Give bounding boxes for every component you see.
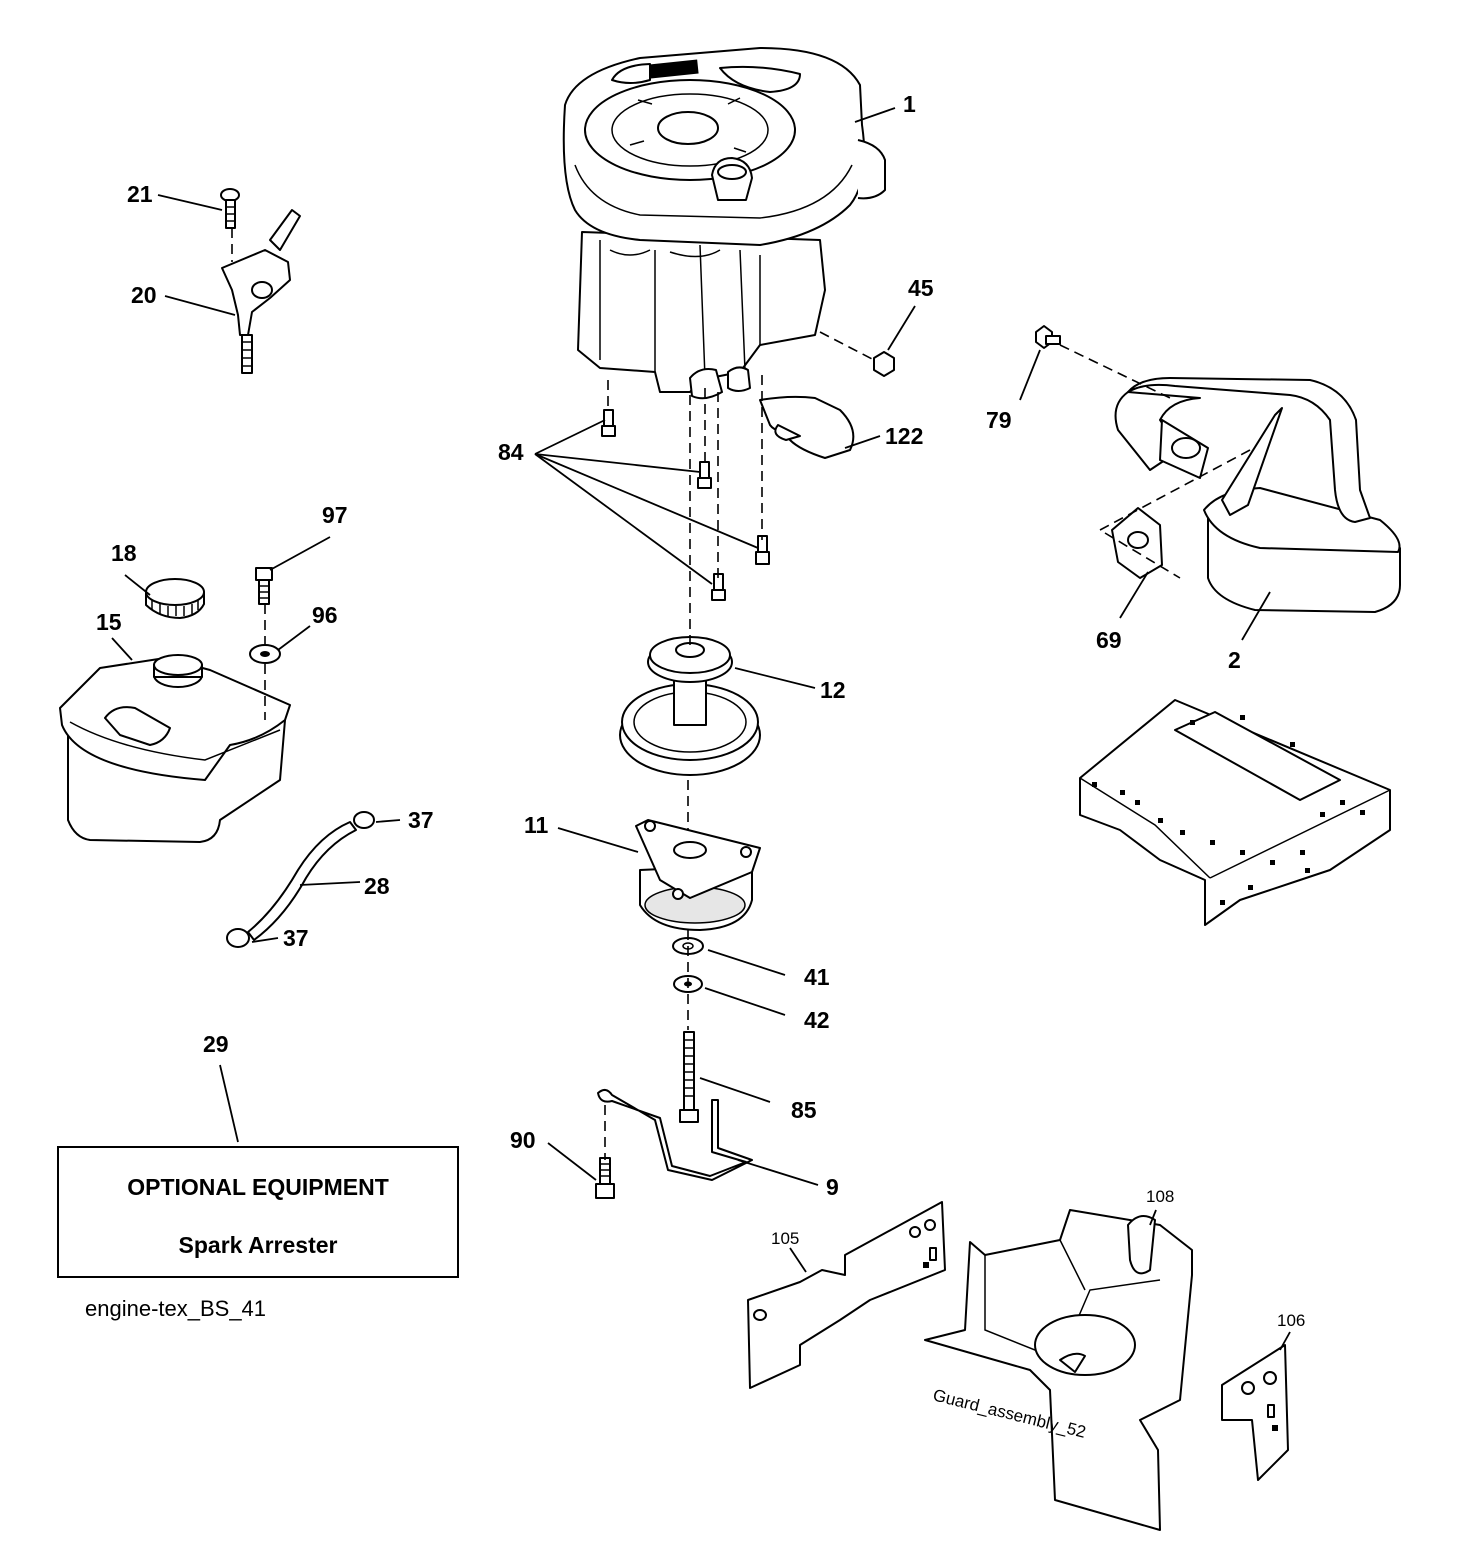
callout-29: 29 — [203, 1031, 229, 1057]
callout-97: 97 — [322, 502, 348, 528]
engine-mount-plate — [1079, 699, 1391, 926]
guard-plate-part-106 — [1221, 1344, 1289, 1481]
nut-part-45 — [873, 351, 895, 377]
washer-part-96 — [249, 644, 281, 664]
screw-part-79 — [1035, 325, 1061, 349]
drawing-id: engine-tex_BS_41 — [85, 1296, 266, 1321]
optional-equipment-item: Spark Arrester — [179, 1232, 338, 1258]
bracket-part-9 — [597, 1089, 753, 1181]
callout-90: 90 — [510, 1127, 536, 1153]
gasket-part-69 — [1111, 507, 1163, 579]
callout-69: 69 — [1096, 627, 1122, 653]
callout-37-upper: 37 — [408, 807, 434, 833]
guard-plate-part-105 — [747, 1201, 946, 1389]
callout-45: 45 — [908, 275, 934, 301]
callout-41: 41 — [804, 964, 830, 990]
bolt-part-85 — [679, 1031, 699, 1123]
optional-equipment-heading: OPTIONAL EQUIPMENT — [127, 1174, 389, 1200]
callout-15: 15 — [96, 609, 122, 635]
callout-20: 20 — [131, 282, 157, 308]
fuel-line-part-28 — [247, 821, 357, 941]
engine-part-1 — [562, 47, 886, 400]
muffler-part-2 — [1114, 377, 1401, 613]
bolt-part-97 — [255, 567, 273, 605]
callout-9: 9 — [826, 1174, 839, 1200]
guard-assembly-part-108: Guard_assembly_52 — [924, 1209, 1193, 1531]
callout-1: 1 — [903, 91, 916, 117]
callout-42: 42 — [804, 1007, 830, 1033]
callout-11: 11 — [524, 812, 549, 838]
clamp-part-37-upper — [353, 811, 375, 829]
callout-105: 105 — [771, 1229, 799, 1248]
callout-28: 28 — [364, 873, 390, 899]
callout-85: 85 — [791, 1097, 817, 1123]
callout-2: 2 — [1228, 647, 1241, 673]
callout-12: 12 — [820, 677, 846, 703]
callout-122: 122 — [885, 423, 923, 449]
bolt-part-90 — [595, 1157, 615, 1199]
callout-79: 79 — [986, 407, 1012, 433]
callout-37-lower: 37 — [283, 925, 309, 951]
clamp-part-37-lower — [226, 928, 250, 948]
guard-part-122 — [759, 395, 855, 459]
callout-106: 106 — [1277, 1311, 1305, 1330]
screw-part-21 — [220, 188, 240, 229]
leader-lines — [111, 107, 1291, 1351]
throttle-bracket-part-20 — [221, 209, 301, 374]
callout-21: 21 — [127, 181, 153, 207]
callout-18: 18 — [111, 540, 137, 566]
callout-labels: 1 21 20 45 122 84 79 69 2 12 11 41 42 85… — [96, 91, 1305, 1330]
fuel-tank-part-15 — [59, 654, 291, 843]
bolts-part-84 — [601, 409, 770, 601]
clutch-part-11 — [635, 819, 761, 931]
assembly-lines — [231, 228, 1251, 1160]
optional-equipment-box: OPTIONAL EQUIPMENT Spark Arrester — [57, 1146, 459, 1278]
fuel-cap-part-18 — [145, 578, 205, 619]
callout-108: 108 — [1146, 1187, 1174, 1206]
callout-96: 96 — [312, 602, 338, 628]
callout-84: 84 — [498, 439, 524, 465]
pulley-part-12 — [619, 636, 761, 776]
